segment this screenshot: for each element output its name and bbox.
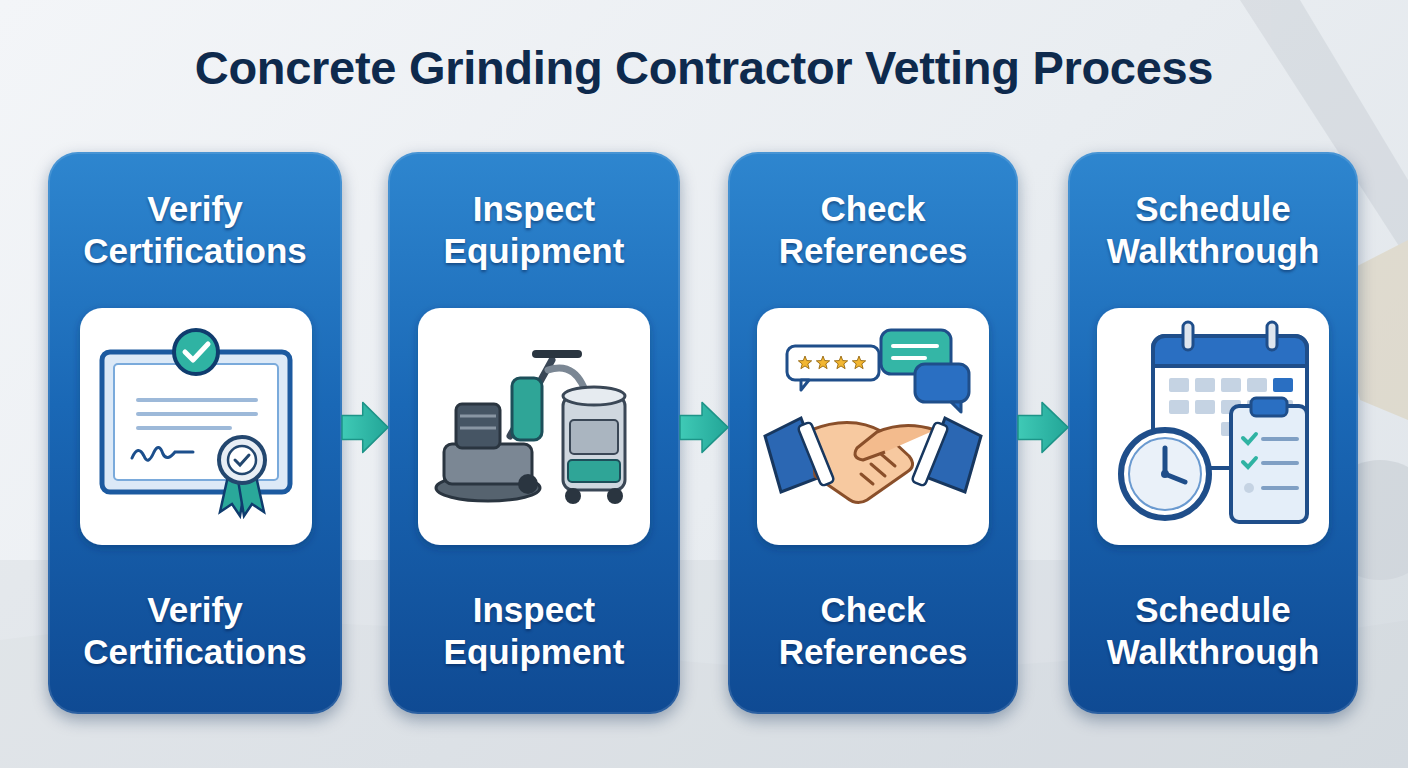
card-footer: Verify Certifications <box>60 589 330 673</box>
card-heading: Check References <box>740 188 1006 272</box>
card-heading: Schedule Walkthrough <box>1080 188 1346 272</box>
process-card: Verify CertificationsVerify Certificatio… <box>48 152 342 714</box>
card-heading: Inspect Equipment <box>400 188 668 272</box>
diagram-title: Concrete Grinding Contractor Vetting Pro… <box>0 38 1408 98</box>
flow-arrow <box>1018 402 1068 452</box>
card-heading: Verify Certifications <box>60 188 330 272</box>
flow-arrow <box>342 402 388 452</box>
process-card: Check ReferencesCheck References <box>728 152 1018 714</box>
card-footer: Schedule Walkthrough <box>1080 589 1346 673</box>
card-footer: Inspect Equipment <box>400 589 668 673</box>
icon-shape <box>0 560 1408 768</box>
process-card: Inspect EquipmentInspect Equipment <box>388 152 680 714</box>
process-card: Schedule WalkthroughSchedule Walkthrough <box>1068 152 1358 714</box>
card-footer: Check References <box>740 589 1006 673</box>
flow-arrow <box>680 402 728 452</box>
